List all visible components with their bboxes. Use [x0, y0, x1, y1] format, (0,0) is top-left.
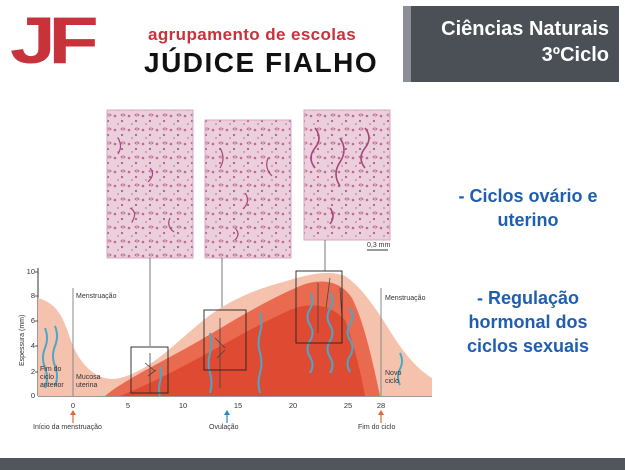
- logo-name: JÚDICE FIALHO: [144, 47, 379, 78]
- scale-bar: 0,3 mm: [367, 242, 391, 251]
- bullet-regulacao: - Regulação hormonal dos ciclos sexuais: [466, 288, 590, 356]
- y-tick: 4: [31, 341, 35, 350]
- micrograph-late: [303, 109, 391, 241]
- y-tick: 0: [31, 391, 35, 400]
- label-menstruacao-right: Menstruação: [385, 295, 426, 302]
- logo-mark: JF: [10, 3, 99, 77]
- y-tick: 2: [31, 367, 35, 376]
- x-tick: 28: [377, 401, 385, 410]
- svg-text:Fim do ciclo: Fim do ciclo: [358, 424, 395, 431]
- label-novo-ciclo: Novo: [385, 370, 401, 377]
- svg-text:Ovulação: Ovulação: [209, 424, 239, 431]
- highlight-box-early: [130, 346, 169, 394]
- logo-subtitle: agrupamento de escolas: [148, 25, 357, 44]
- svg-text:Início da menstruação: Início da menstruação: [33, 424, 102, 431]
- label-mucosa-uterina: Mucosa: [76, 374, 101, 381]
- highlight-box-mid: [203, 309, 247, 371]
- svg-text:ciclo: ciclo: [385, 378, 399, 385]
- y-axis-label: Espessura (mm): [19, 315, 26, 366]
- svg-text:0,3 mm: 0,3 mm: [367, 242, 391, 249]
- label-fim-ciclo-anterior: Fim do: [40, 366, 62, 373]
- bullet-ciclos: - Ciclos ovário e uterino: [458, 186, 598, 230]
- y-tick: 10: [27, 267, 35, 276]
- x-tick: 5: [126, 401, 130, 410]
- label-menstruacao-left: Menstruação: [76, 293, 117, 300]
- highlight-box-late: [295, 270, 343, 344]
- x-tick: 25: [344, 401, 352, 410]
- micrograph-early: [106, 109, 194, 259]
- footer-bar: [0, 458, 625, 470]
- x-tick: 15: [234, 401, 242, 410]
- y-tick: 8: [31, 291, 35, 300]
- marker-fim-ciclo: Fim do ciclo: [358, 410, 395, 431]
- school-logo: JF agrupamento de escolas JÚDICE FIALHO: [10, 7, 395, 83]
- slide-subtitle: 3ºCiclo: [541, 44, 609, 66]
- y-tick: 6: [31, 316, 35, 325]
- svg-text:uterina: uterina: [76, 382, 98, 389]
- slide-title-box: Ciências Naturais 3ºCiclo: [403, 6, 619, 82]
- slide-title: Ciências Naturais: [441, 18, 609, 40]
- uterine-cycle-figure: 0,3 mm Espessura (mm) 0 2 4 6 8 10 0 5 1…: [19, 109, 432, 431]
- title-accent-bar: [403, 6, 411, 82]
- marker-inicio: Início da menstruação: [33, 410, 102, 431]
- marker-ovulacao: Ovulação: [209, 410, 239, 431]
- x-tick: 10: [179, 401, 187, 410]
- uterine-glands: [42, 292, 403, 397]
- svg-text:anterior: anterior: [40, 382, 64, 389]
- x-tick: 20: [289, 401, 297, 410]
- micrograph-mid: [204, 119, 292, 259]
- x-tick: 0: [71, 401, 75, 410]
- svg-text:ciclo: ciclo: [40, 374, 54, 381]
